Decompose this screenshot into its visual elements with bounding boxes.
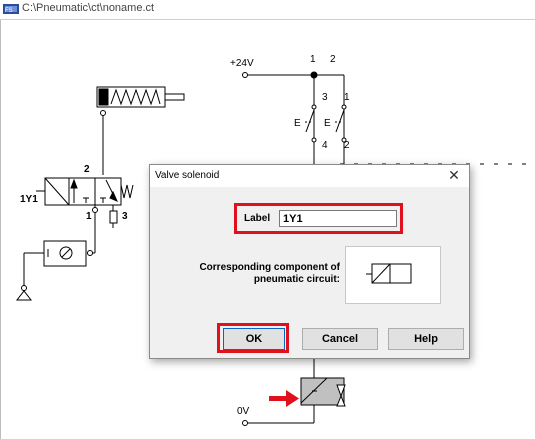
directional-valve[interactable] [36, 177, 134, 206]
component-caption-line1: Corresponding component of [199, 262, 340, 273]
cancel-button[interactable]: Cancel [302, 328, 378, 350]
ok-button[interactable]: OK [223, 328, 285, 350]
switch-b-label: E [324, 118, 331, 129]
electrical-circuit [242, 71, 533, 426]
label-input[interactable] [279, 210, 397, 227]
red-arrow-icon [269, 390, 299, 407]
ok-highlight-box [217, 323, 289, 353]
node-2-label: 2 [330, 54, 336, 65]
valve-solenoid-dialog: Valve solenoid ✕ Label Corresponding com… [149, 164, 470, 359]
valve-port-3-label: 3 [122, 211, 128, 222]
app-icon: FS [3, 4, 19, 14]
dialog-title: Valve solenoid [155, 170, 220, 181]
node-1-label: 1 [310, 54, 316, 65]
exhaust-silencer [109, 205, 118, 228]
label-highlight-box: Label [234, 203, 403, 234]
help-button[interactable]: Help [388, 328, 464, 350]
circuit-canvas[interactable] [0, 20, 534, 439]
valve-port-2-label: 2 [84, 164, 90, 175]
supply-voltage-label: +24V [230, 58, 254, 69]
double-acting-cylinder[interactable] [96, 86, 185, 175]
dialog-titlebar: Valve solenoid ✕ [150, 165, 469, 187]
contact-a-bottom-label: 4 [322, 140, 328, 151]
close-icon[interactable]: ✕ [448, 167, 460, 183]
pressure-source [15, 252, 38, 301]
contact-b-top-label: 1 [344, 92, 350, 103]
window-title: C:\Pneumatic\ct\noname.ct [22, 2, 155, 14]
solenoid-tag-label: 1Y1 [20, 194, 38, 205]
solenoid-symbol-icon [366, 263, 412, 284]
switch-a-label: E [294, 118, 301, 129]
window-titlebar: FS C:\Pneumatic\ct\noname.ct [0, 0, 535, 20]
valve-port-1-label: 1 [86, 211, 92, 222]
air-service-unit[interactable] [38, 216, 96, 267]
contact-a-top-label: 3 [322, 92, 328, 103]
component-caption-line2: pneumatic circuit: [253, 274, 340, 285]
label-caption: Label [244, 213, 271, 224]
component-preview [345, 246, 441, 304]
contact-b-bottom-label: 2 [344, 140, 350, 151]
svg-text:FS: FS [5, 8, 13, 14]
valve-solenoid-coil[interactable] [300, 377, 346, 407]
ground-label: 0V [237, 406, 250, 417]
component-caption: Corresponding component of pneumatic cir… [160, 262, 340, 286]
